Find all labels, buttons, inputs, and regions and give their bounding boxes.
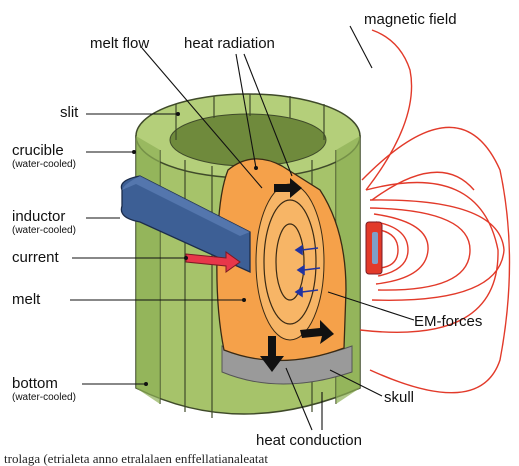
current-arrow [185, 251, 241, 273]
label-bottom: bottom [12, 375, 58, 392]
label-inductor-sub: (water-cooled) [12, 225, 76, 236]
heat-radiation-arrows [274, 178, 334, 344]
inductor-coil [120, 175, 251, 274]
label-melt: melt [12, 291, 41, 308]
label-crucible-sub: (water-cooled) [12, 159, 76, 170]
label-em-forces: EM-forces [414, 313, 483, 330]
label-slit: slit [60, 104, 79, 121]
label-crucible: crucible [12, 142, 64, 159]
label-magnetic-field: magnetic field [364, 11, 457, 28]
label-skull: skull [384, 389, 415, 406]
label-heat-radiation: heat radiation [184, 35, 275, 52]
leader-dots [132, 112, 258, 386]
cropped-caption-text: trolaga (etrialeta anno etralalaen enffe… [4, 452, 268, 466]
label-current: current [12, 249, 59, 266]
inductor-coil-top [122, 176, 250, 236]
label-inductor: inductor [12, 208, 66, 225]
melt-flow-loop-outer [263, 199, 317, 325]
melt-cut-face [255, 183, 325, 341]
leader-lines [70, 25, 415, 431]
magnetic-field-lines [359, 29, 511, 394]
label-heat-conduction: heat conduction [256, 432, 362, 449]
melt-flow-loop-inner [275, 223, 305, 301]
label-bottom-sub: (water-cooled) [12, 392, 76, 403]
label-melt-flow: melt flow [90, 35, 150, 52]
heat-conduction-arrow [260, 336, 284, 372]
em-force-arrows [294, 244, 321, 298]
field-source-inner [372, 232, 378, 264]
